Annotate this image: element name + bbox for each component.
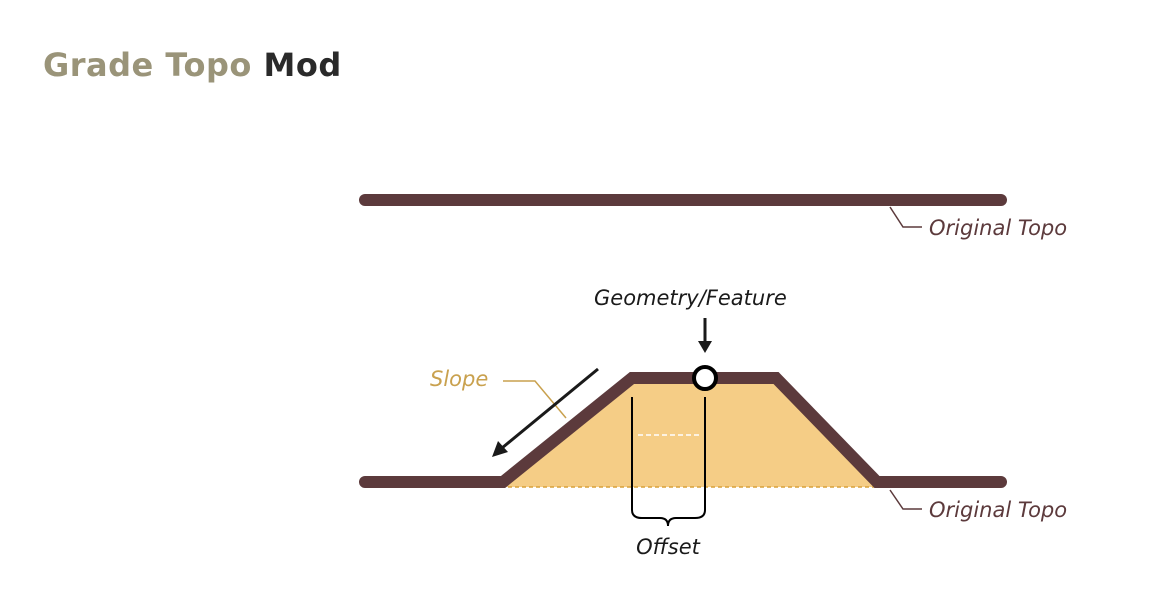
page-title: Grade Topo Mod — [43, 46, 342, 84]
title-mod: Mod — [263, 46, 342, 84]
geometry-arrow-head — [698, 341, 712, 353]
title-grade-topo: Grade Topo — [43, 46, 252, 84]
offset-brace — [631, 509, 706, 527]
slope-leader — [503, 380, 567, 419]
geometry-feature-label: Geometry/Feature — [594, 286, 787, 310]
slope-arrow-head — [492, 441, 508, 457]
original-topo-top-label: Original Topo — [929, 216, 1067, 240]
original-topo-bottom-leader — [889, 489, 922, 510]
offset-label: Offset — [636, 535, 701, 559]
slope-arrow-shaft — [501, 367, 599, 450]
grade-fill — [505, 378, 877, 487]
slope-label: Slope — [430, 367, 488, 391]
geometry-feature-point — [692, 365, 718, 391]
original-topo-top-leader — [889, 206, 922, 228]
original-topo-bottom-label: Original Topo — [929, 498, 1067, 522]
